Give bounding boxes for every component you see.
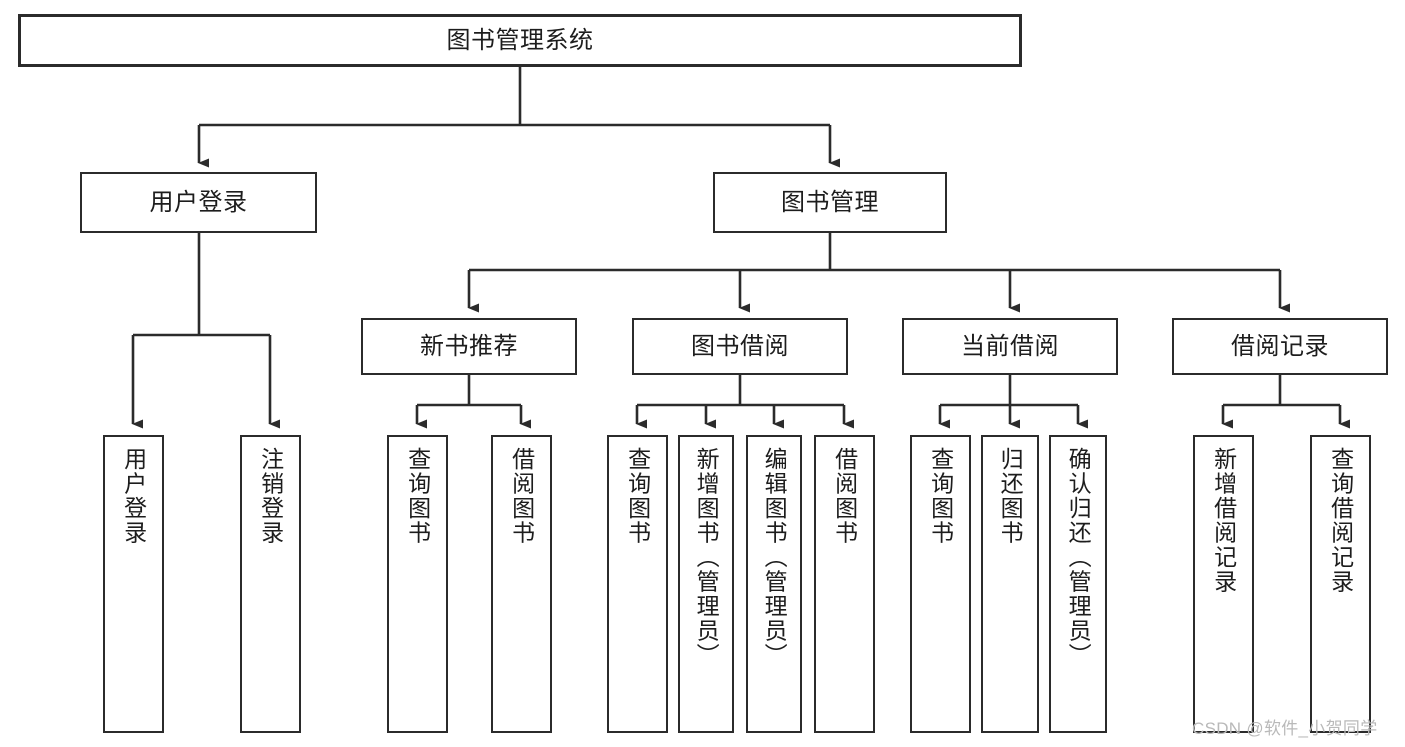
node-label: 查询图书 (404, 447, 431, 545)
node-label: 借阅图书 (831, 447, 858, 545)
node-label: 查询图书 (927, 447, 954, 545)
leaf-user-login-login[interactable]: 用户登录 (103, 435, 164, 733)
node-label: 编辑图书（管理员） (761, 447, 788, 668)
node-label: 用户登录 (149, 188, 248, 216)
leaf-user-login-logout[interactable]: 注销登录 (240, 435, 301, 733)
node-label: 图书借阅 (691, 332, 789, 360)
leaf-current-borrow-confirm-return[interactable]: 确认归还（管理员） (1049, 435, 1107, 733)
leaf-borrow-record-query[interactable]: 查询借阅记录 (1310, 435, 1371, 733)
node-book-borrow[interactable]: 图书借阅 (632, 318, 848, 375)
node-label: 用户登录 (120, 447, 147, 545)
node-label: 查询图书 (624, 447, 651, 545)
leaf-book-borrow-edit[interactable]: 编辑图书（管理员） (746, 435, 802, 733)
node-label: 图书管理 (781, 188, 879, 216)
node-label: 归还图书 (997, 447, 1024, 545)
watermark-text: CSDN @软件_小贺同学 (1192, 719, 1378, 738)
node-label: 借阅记录 (1231, 332, 1329, 360)
node-user-login[interactable]: 用户登录 (80, 172, 317, 233)
node-book-management[interactable]: 图书管理 (713, 172, 947, 233)
leaf-book-borrow-query[interactable]: 查询图书 (607, 435, 668, 733)
node-label: 注销登录 (257, 447, 284, 545)
node-borrow-record[interactable]: 借阅记录 (1172, 318, 1388, 375)
node-label: 确认归还（管理员） (1065, 447, 1092, 668)
node-new-book-recommend[interactable]: 新书推荐 (361, 318, 577, 375)
leaf-book-borrow-borrow[interactable]: 借阅图书 (814, 435, 875, 733)
leaf-current-borrow-query[interactable]: 查询图书 (910, 435, 971, 733)
node-label: 新书推荐 (420, 332, 518, 360)
node-label: 图书管理系统 (446, 26, 594, 54)
leaf-borrow-record-add[interactable]: 新增借阅记录 (1193, 435, 1254, 733)
node-current-borrow[interactable]: 当前借阅 (902, 318, 1118, 375)
leaf-book-borrow-add[interactable]: 新增图书（管理员） (678, 435, 734, 733)
leaf-current-borrow-return[interactable]: 归还图书 (981, 435, 1039, 733)
node-label: 查询借阅记录 (1327, 447, 1354, 594)
leaf-new-book-borrow[interactable]: 借阅图书 (491, 435, 552, 733)
node-root-system[interactable]: 图书管理系统 (18, 14, 1022, 67)
leaf-new-book-query[interactable]: 查询图书 (387, 435, 448, 733)
node-label: 新增借阅记录 (1210, 447, 1237, 594)
node-label: 当前借阅 (961, 332, 1059, 360)
node-label: 借阅图书 (508, 447, 535, 545)
node-label: 新增图书（管理员） (693, 447, 720, 668)
